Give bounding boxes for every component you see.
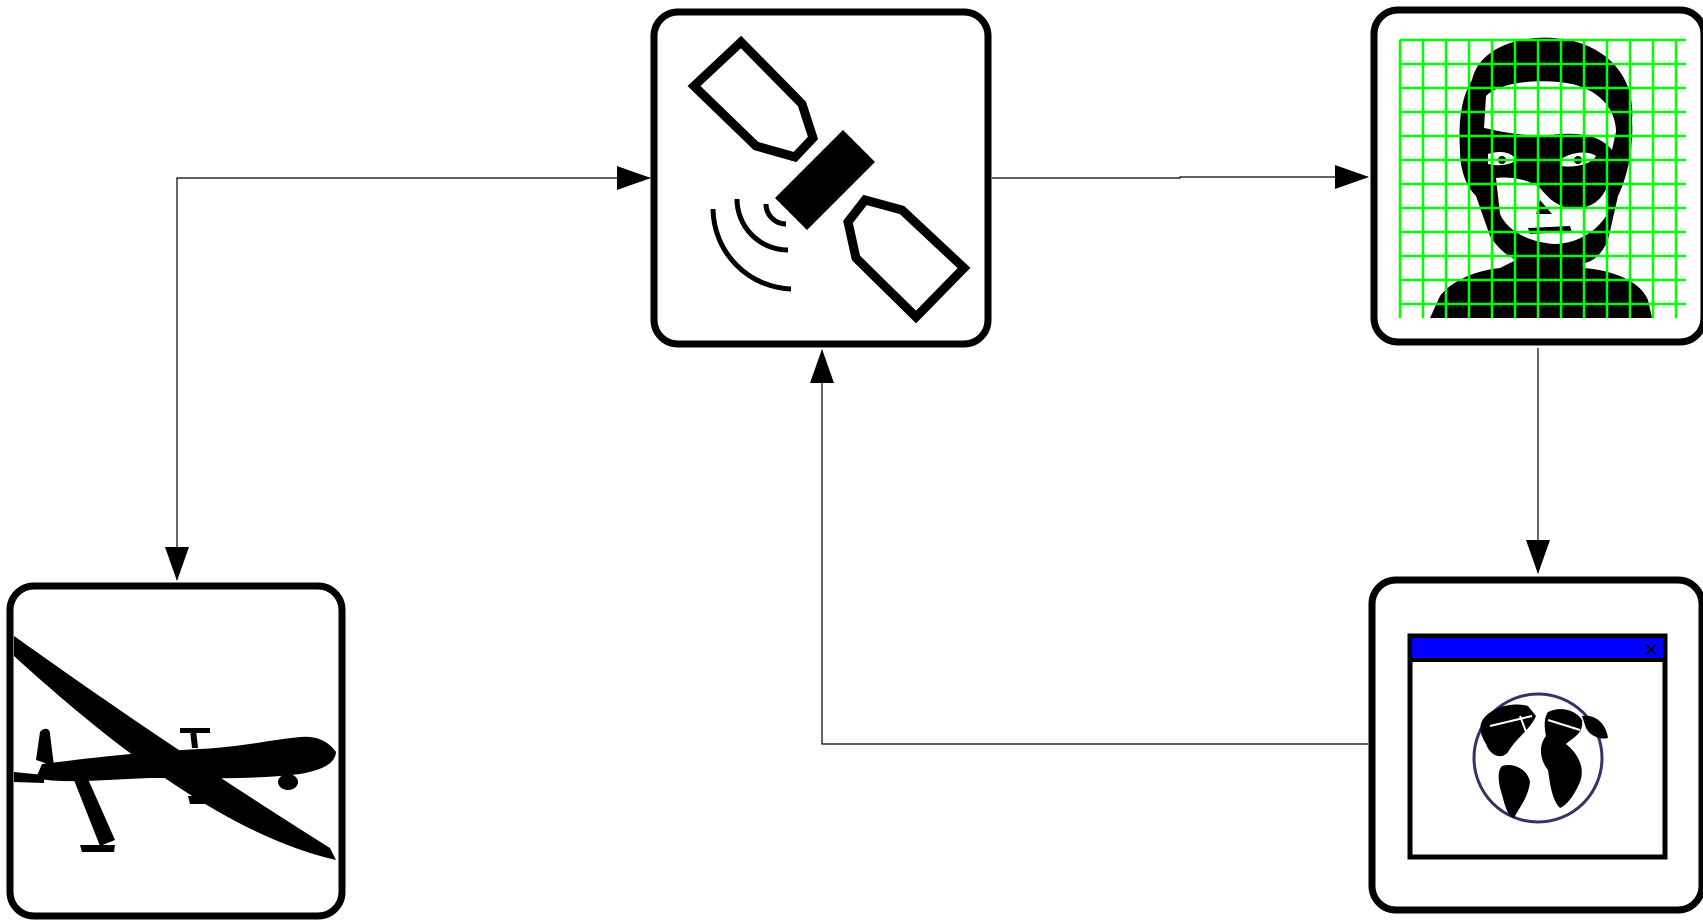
drone-icon [14,636,336,860]
globe-window-icon: ✕ [1407,633,1668,860]
node-satellite[interactable] [650,8,992,348]
edge-drone-satellite [165,166,651,581]
edge-browser-satellite [810,349,1368,745]
edge-satellite-face [992,165,1369,189]
node-drone[interactable] [6,582,346,920]
face-grid-icon [1398,37,1686,318]
close-icon: ✕ [1643,640,1658,661]
window-titlebar [1412,638,1663,658]
connectors [165,165,1550,745]
satellite-icon [687,35,971,324]
node-web-browser[interactable]: ✕ [1368,576,1703,914]
node-face-recognition[interactable] [1370,6,1703,346]
